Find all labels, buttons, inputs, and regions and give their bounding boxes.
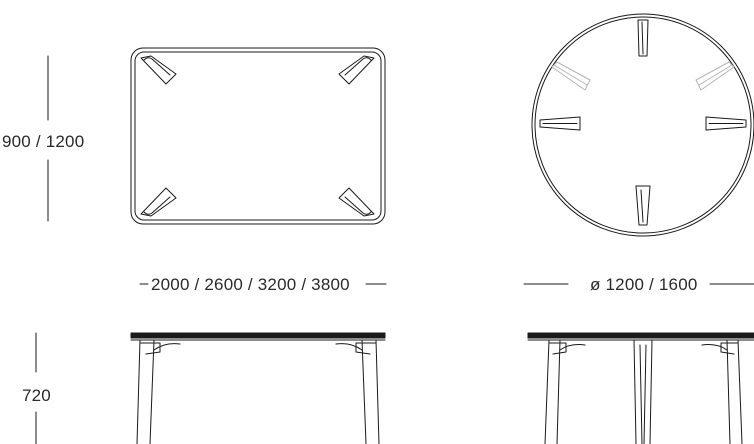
round-table-top-view: [531, 13, 754, 237]
dimension-rect-width: 2000 / 2600 / 3200 / 3800: [151, 275, 350, 294]
leg-top-right: [338, 55, 375, 85]
round-table-side-view: [527, 332, 754, 444]
dimension-round-diameter: ø 1200 / 1600: [590, 275, 698, 294]
dimension-top-height: 900 / 1200: [2, 132, 85, 151]
rect-table-side-view: [130, 332, 386, 444]
leg-bottom-left: [140, 187, 177, 217]
leg-bottom-right: [338, 187, 375, 217]
leg-top-left: [140, 55, 177, 85]
dimension-side-height: 720: [22, 386, 51, 405]
round-table-ghost-legs: [551, 61, 735, 91]
rect-table-top-view: [130, 47, 386, 225]
